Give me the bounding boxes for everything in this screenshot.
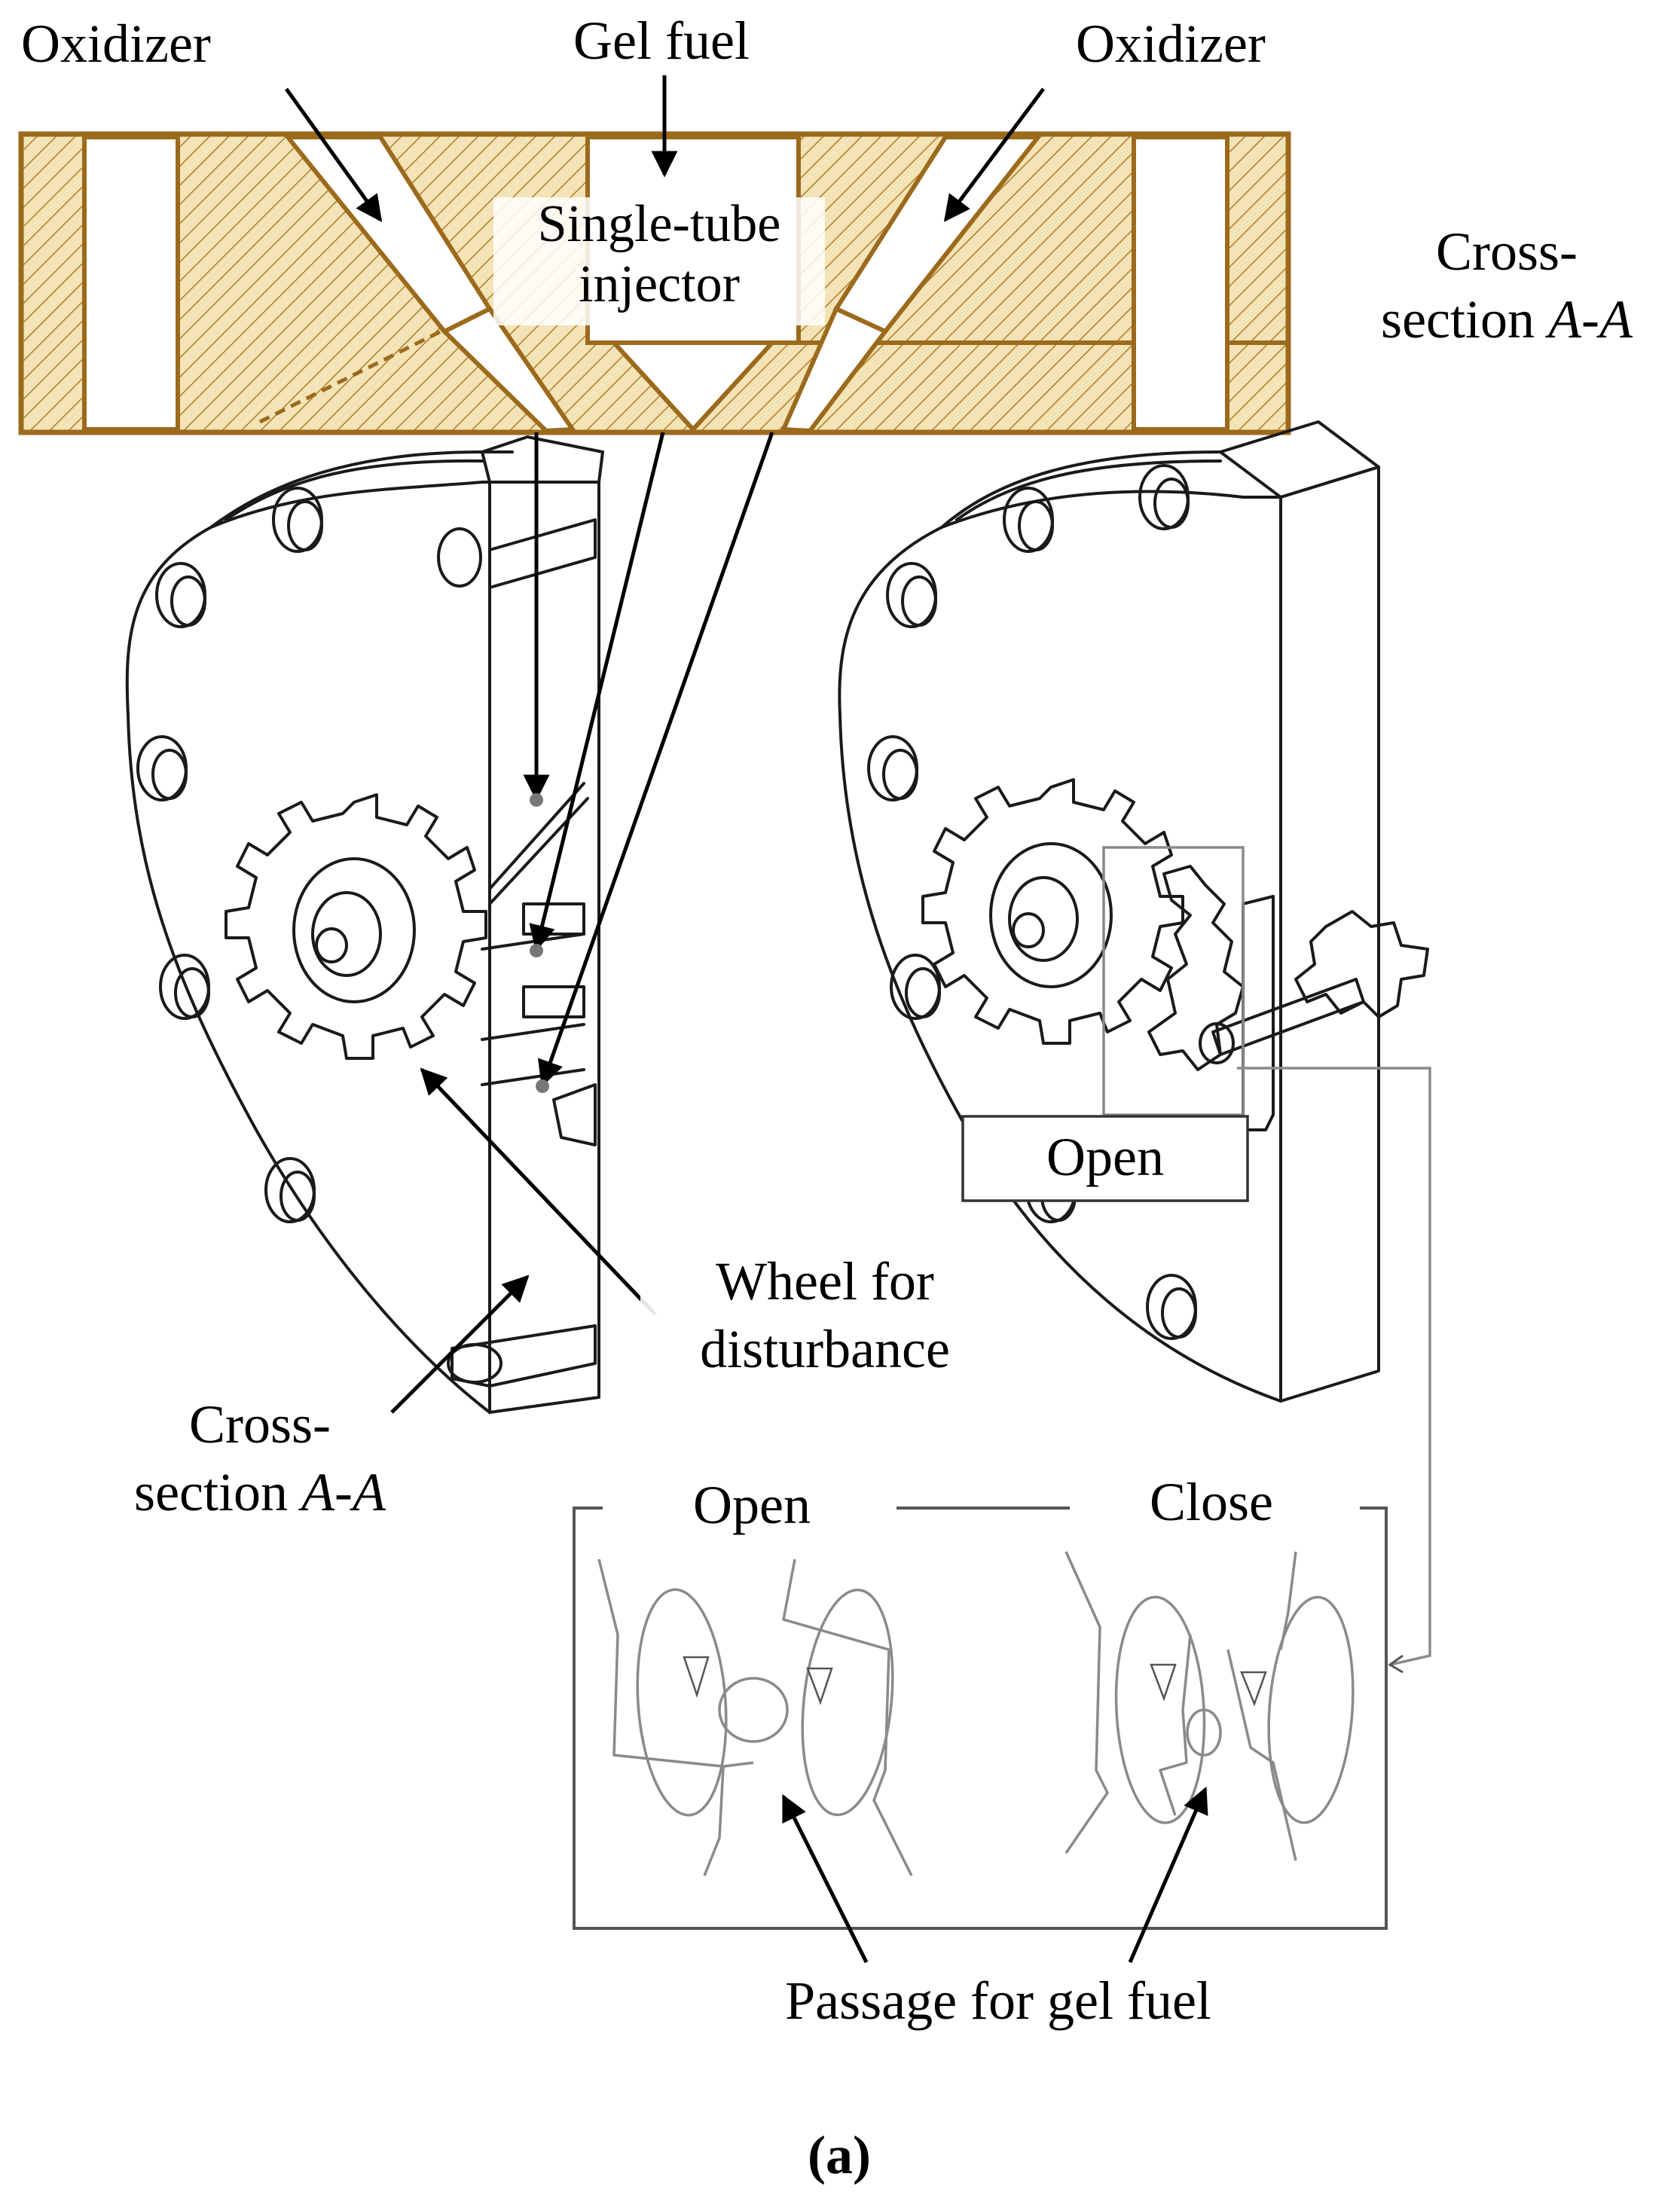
inset-close-sketch	[1065, 1551, 1355, 1861]
inset-connector	[1237, 1067, 1431, 1666]
right-block-front	[1279, 466, 1380, 1403]
left-slot-bottom	[451, 1324, 597, 1388]
injector-label-line1: Single-tube	[538, 195, 781, 253]
left-gear-axle	[315, 927, 348, 963]
left-disc-face	[125, 481, 491, 1414]
open-box	[961, 1115, 1249, 1202]
left-device	[125, 432, 774, 1414]
right-gear-hub-outer	[989, 842, 1113, 988]
fuel-nozzle	[609, 340, 777, 433]
bolt-hole	[886, 562, 937, 628]
left-bolt-holes	[136, 487, 482, 1223]
bolt-hole-left	[82, 135, 180, 432]
gel-fuel-label: Gel fuel	[573, 11, 750, 71]
right-gear-axle	[1012, 912, 1045, 948]
left-block-top	[481, 435, 604, 484]
bolt-hole	[170, 575, 206, 627]
passage-label: Passage for gel fuel	[785, 1971, 1211, 2031]
right-device: Open	[838, 420, 1431, 1674]
bolt-hole	[1018, 500, 1054, 551]
arrow-wheel	[420, 1067, 657, 1316]
bolt-hole	[867, 735, 918, 801]
right-outer-gear	[1294, 910, 1429, 1018]
left-disc-rim	[209, 450, 514, 529]
open-rotor-left	[636, 1588, 728, 1817]
cross-section-bottom-line2: section A-A	[134, 1462, 386, 1522]
bolt-hole	[1146, 1274, 1197, 1340]
right-gear-wheel	[921, 778, 1184, 1045]
arrow-section-3	[537, 432, 774, 1088]
inset-panel: Open Close	[573, 1472, 1388, 1964]
close-passage	[1186, 1708, 1222, 1757]
right-bolt-holes	[867, 464, 1197, 1340]
bolt-hole	[1138, 464, 1190, 530]
left-gear-hub-mid	[311, 891, 382, 977]
inset-frame	[573, 1507, 1388, 1930]
oxidizer-left-label: Oxidizer	[21, 14, 211, 74]
inset-close-label: Close	[1150, 1472, 1273, 1532]
bolt-hole	[882, 749, 918, 800]
left-slot-top	[488, 518, 597, 589]
inset-open-sketch	[597, 1559, 913, 1876]
right-block-top	[1219, 420, 1380, 499]
injector-cross-section: Single-tube injector	[18, 131, 1291, 435]
open-box-label: Open	[1046, 1127, 1164, 1187]
bolt-hole	[174, 967, 210, 1018]
right-block-insert	[1242, 895, 1275, 1131]
bolt-hole	[136, 735, 188, 801]
open-rotor-right	[801, 1588, 894, 1817]
close-rotor-left	[1114, 1595, 1206, 1824]
left-gear-wheel	[225, 793, 487, 1060]
right-disc-face	[838, 490, 1282, 1403]
oxidizer-right-label: Oxidizer	[1076, 14, 1266, 74]
cross-section-top-line1: Cross-	[1436, 221, 1578, 282]
cross-section-bottom-line1: Cross-	[189, 1394, 331, 1455]
right-disc-rim	[940, 450, 1222, 529]
bolt-hole	[905, 967, 941, 1018]
left-slot-oval	[447, 1343, 502, 1384]
bolt-hole	[264, 1157, 316, 1223]
bolt-hole	[901, 575, 937, 627]
left-gear-outline	[225, 793, 487, 1060]
bolt-hole	[1153, 478, 1190, 529]
inset-open-label: Open	[693, 1475, 811, 1535]
right-zoom-frame	[1102, 846, 1245, 1116]
open-passage	[718, 1677, 789, 1743]
panel-label: (a)	[808, 2125, 871, 2185]
bolt-hole	[272, 487, 323, 553]
oxidizer-jet-left	[440, 306, 577, 434]
arrow-oxidizer-left	[284, 87, 383, 222]
right-feed-tube	[1211, 978, 1365, 1056]
arrow-cross-section-bottom	[390, 1275, 530, 1414]
right-gear-outline	[921, 778, 1184, 1045]
arrow-oxidizer-right	[943, 87, 1046, 222]
bolt-hole	[279, 1171, 316, 1222]
bolt-hole-right	[1132, 135, 1229, 432]
left-block-front	[488, 481, 600, 1414]
right-feed-tube-end	[1199, 1022, 1235, 1064]
bolt-hole	[151, 749, 188, 800]
wheel-label-line1: Wheel for	[716, 1251, 934, 1311]
left-channel-2	[522, 985, 585, 1018]
bolt-hole	[287, 500, 323, 551]
close-rotor-right	[1267, 1595, 1355, 1824]
bolt-hole	[155, 562, 206, 628]
bolt-hole	[1161, 1287, 1197, 1339]
right-gear-hub-mid	[1008, 876, 1079, 962]
oxidizer-jet-right	[780, 305, 889, 434]
injector-label-line2: injector	[579, 255, 740, 313]
bolt-hole	[437, 527, 482, 588]
arrow-section-2	[529, 432, 665, 952]
bolt-hole	[1003, 487, 1054, 553]
cross-section-top-line2: section A-A	[1381, 289, 1633, 350]
arrow-passage-close	[1128, 1786, 1208, 1963]
arrow-passage-open	[781, 1794, 869, 1964]
left-gear-hub-outer	[292, 857, 416, 1003]
wheel-label-line2: disturbance	[700, 1319, 950, 1379]
left-channel-1	[522, 902, 585, 936]
